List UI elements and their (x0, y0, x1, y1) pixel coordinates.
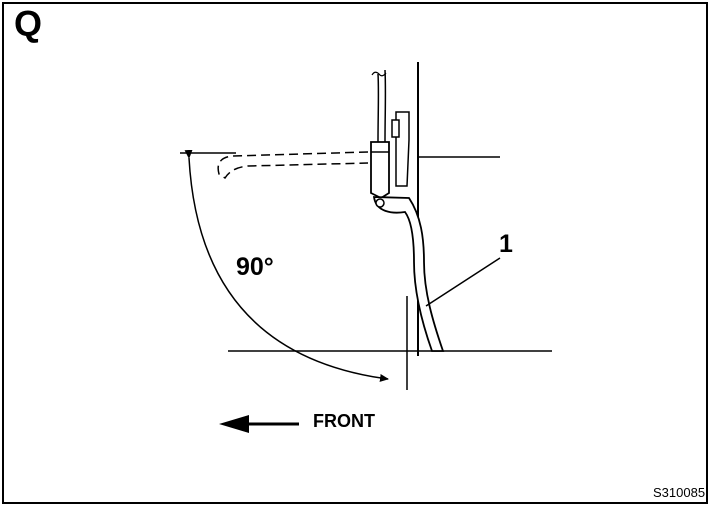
bracket-tab (391, 119, 400, 138)
pivot-pin (375, 198, 385, 208)
angle-arc (184, 149, 389, 382)
left-arrow-icon (219, 415, 299, 433)
figure-code-container: S310085 (640, 480, 706, 502)
cable (377, 69, 387, 143)
connector-body (370, 141, 390, 200)
pedal-lever (372, 196, 445, 352)
angle-label: 90° (236, 253, 274, 281)
part-number-label: 1 (499, 230, 513, 258)
part-leader-line (425, 257, 501, 307)
cable-squiggle (371, 71, 387, 77)
figure-letter: Q (14, 3, 43, 44)
figure-code: S310085 (653, 485, 706, 500)
rotated-pedal-dashed-outline (217, 151, 369, 180)
front-direction-label: FRONT (313, 411, 375, 431)
figure-frame (2, 2, 708, 504)
